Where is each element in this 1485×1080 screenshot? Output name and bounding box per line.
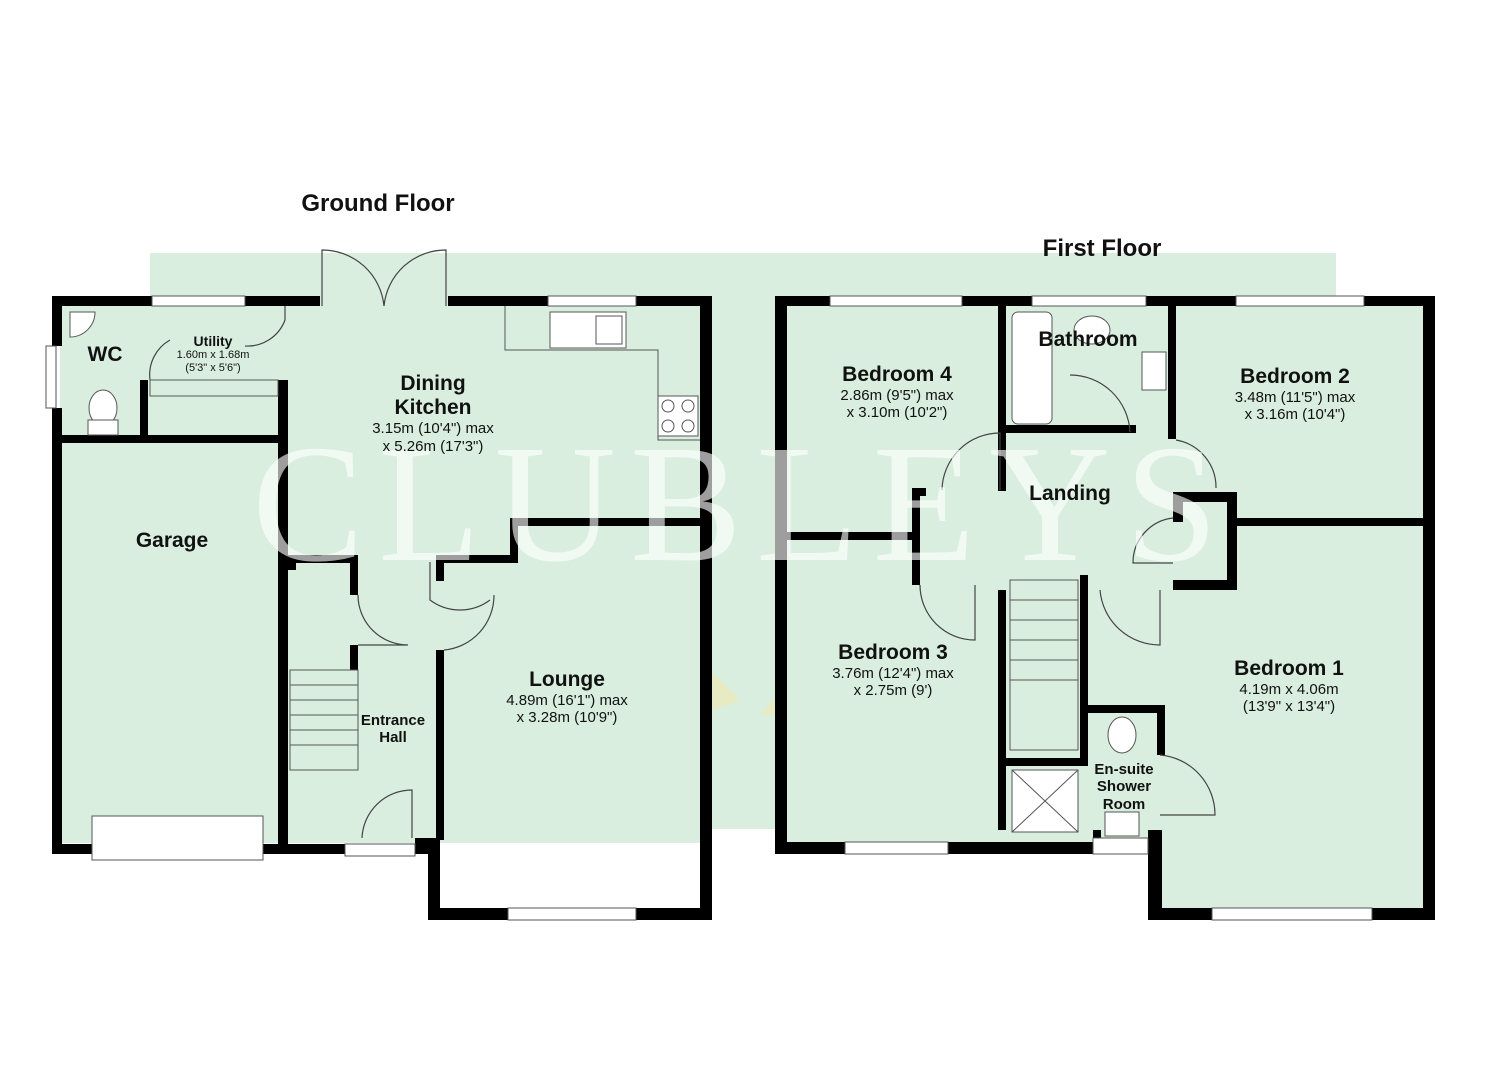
ground-floor-rooms-fill (60, 303, 705, 843)
ground-floor-title: Ground Floor (301, 190, 455, 217)
room-label-bathroom: Bathroom (1038, 328, 1138, 351)
first-floor-rooms-fill (785, 303, 1427, 914)
room-label-landing: Landing (1029, 482, 1111, 505)
first-floor-windows (829, 295, 1373, 921)
room-label-lounge: Lounge 4.89m (16'1") max x 3.28m (10'9") (506, 668, 628, 727)
room-label-utility: Utility 1.60m x 1.68m (5'3" x 5'6") (176, 333, 250, 374)
room-label-garage: Garage (135, 529, 209, 552)
ground-floor-walls (52, 296, 712, 920)
ground-floor-doors (149, 249, 495, 839)
first-floor-walls (775, 296, 1435, 920)
first-floor-fittings (1009, 311, 1167, 837)
room-label-dining-kitchen: Dining Kitchen 3.15m (10'4") max x 5.26m… (372, 372, 494, 455)
room-label-entrance-hall: Entrance Hall (360, 712, 426, 747)
watermark-text: CLUBLEYS (251, 411, 1233, 597)
first-floor-title: First Floor (1042, 235, 1162, 262)
room-label-wc: WC (87, 343, 123, 366)
ground-floor-windows (45, 295, 637, 921)
kitchen-units (69, 306, 700, 771)
room-label-bedroom-4: Bedroom 4 2.86m (9'5") max x 3.10m (10'2… (840, 363, 954, 422)
room-label-en-suite: En-suite Shower Room (1094, 761, 1154, 813)
first-floor-doors (919, 374, 1217, 816)
room-label-bedroom-3: Bedroom 3 3.76m (12'4") max x 2.75m (9') (832, 641, 954, 700)
room-label-bedroom-1: Bedroom 1 4.19m x 4.06m (13'9" x 13'4") (1234, 657, 1344, 716)
room-label-bedroom-2: Bedroom 2 3.48m (11'5") max x 3.16m (10'… (1234, 365, 1356, 424)
